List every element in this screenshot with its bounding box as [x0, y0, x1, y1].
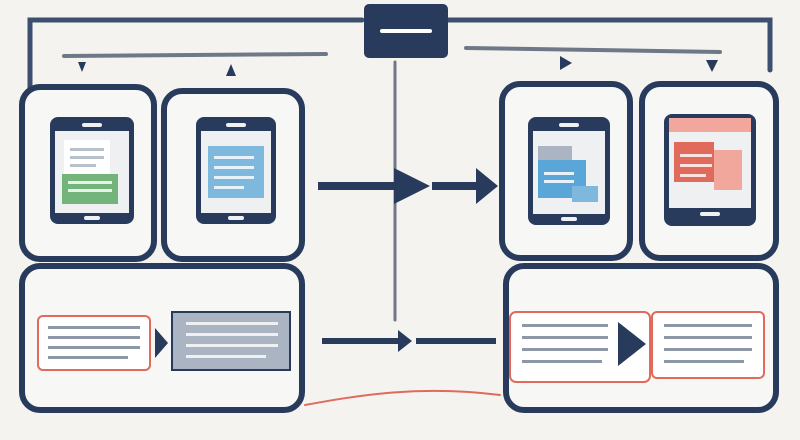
right-group [499, 81, 779, 413]
middle-arrows [318, 168, 498, 352]
left-group [19, 84, 305, 413]
arrow-right-icon [322, 330, 496, 352]
arrow-right-icon [318, 168, 430, 204]
marker-up-icon [226, 64, 236, 76]
connector-right-inner [464, 46, 722, 54]
camera-icon [82, 123, 102, 127]
marker-down-icon [78, 62, 86, 72]
connector-left-outer [27, 17, 365, 91]
document-card-gray [171, 311, 291, 371]
document-card-outlined-red-right [509, 311, 651, 383]
marker-right-icon [560, 56, 572, 70]
home-button-icon [700, 212, 720, 216]
connector-left-inner [62, 52, 328, 58]
tablet-device-blue-chart [528, 117, 610, 225]
home-button-icon [228, 216, 244, 220]
tablet-device-red-chart [664, 114, 756, 226]
minus-box-icon [380, 29, 432, 33]
hub-box [364, 4, 448, 58]
camera-icon [559, 123, 579, 127]
tablet-device-green [50, 117, 134, 224]
home-button-icon [561, 217, 577, 221]
marker-down-icon [706, 60, 718, 72]
connector-right-outer [445, 17, 773, 73]
tablet-device-blue [196, 117, 276, 224]
triangle-pointer-icon [618, 322, 646, 366]
document-card-outlined-red [37, 315, 151, 371]
document-card-plain-right [651, 311, 765, 379]
connector-red-curve [304, 389, 501, 406]
triangle-pointer-icon [155, 328, 168, 358]
home-button-icon [84, 216, 100, 220]
camera-icon [226, 123, 246, 127]
arrow-right-icon [432, 168, 498, 204]
